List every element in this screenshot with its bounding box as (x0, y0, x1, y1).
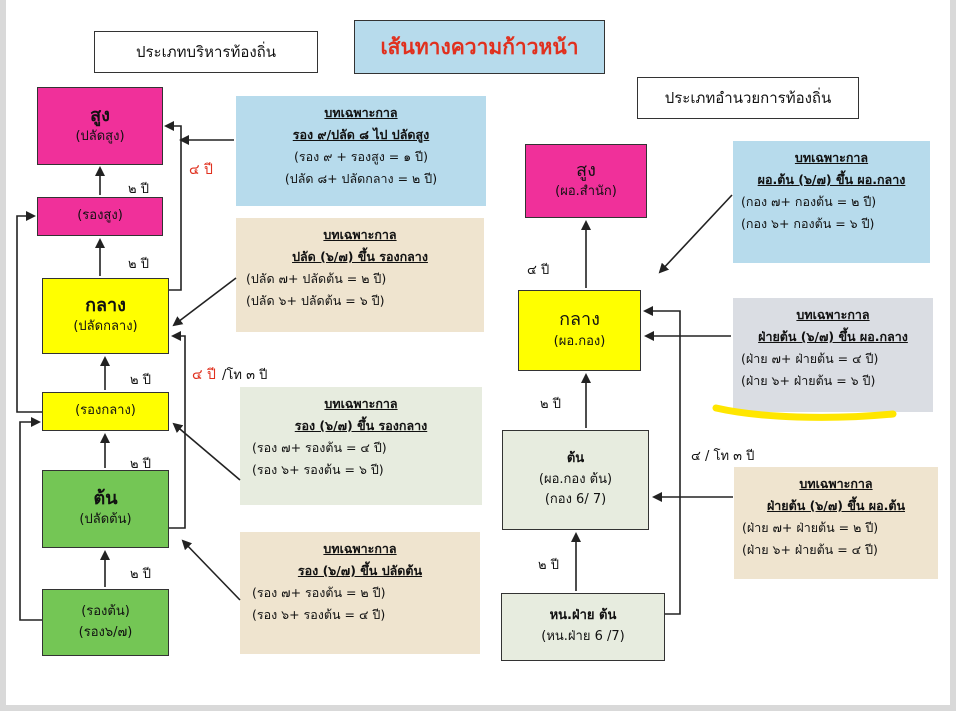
year-label-side: ๔ ปี (189, 162, 213, 178)
year-label: ๒ ปี (130, 567, 151, 582)
level-sung: สูง (ปลัดสูง) (37, 87, 163, 165)
provision-head: บทเฉพาะกาล (323, 541, 397, 556)
level-name: (รองสูง) (77, 208, 123, 224)
diagram-title: เส้นทางความก้าวหน้า (354, 20, 605, 74)
provision-title: ปลัด (๖/๗) ขึ้น รองกลาง (292, 248, 428, 264)
loop-rongton-rongklang (19, 417, 42, 621)
provision-box-r1: บทเฉพาะกาล ผอ.ต้น (๖/๗) ขึ้น ผอ.กลาง (กอ… (733, 141, 930, 263)
provision-box-r2: บทเฉพาะกาล ฝ่ายต้น (๖/๗) ขึ้น ผอ.กลาง (ฝ… (733, 298, 933, 412)
provision-title: รอง (๖/๗) ขึ้น รองกลาง (294, 417, 428, 433)
provision-head: บทเฉพาะกาล (794, 150, 869, 165)
provision-box-r3: บทเฉพาะกาล ฝ่ายต้น (๖/๗) ขึ้น ผอ.ต้น (ฝ่… (734, 467, 938, 579)
year-label: ๔ / โท ๓ ปี (691, 449, 755, 464)
right-header: ประเภทอำนวยการท้องถิ่น (637, 77, 859, 119)
bracket-ton-klang (169, 331, 186, 529)
provision-line: (รอง ๖+ รองต้น = ๖ ปี) (252, 461, 384, 477)
provision-box-2: บทเฉพาะกาล ปลัด (๖/๗) ขึ้น รองกลาง (ปลัด… (236, 218, 484, 332)
provision-line: (ฝ่าย ๖+ ฝ่ายต้น = ๔ ปี) (742, 541, 878, 557)
provision-line: (รอง ๗+ รองต้น = ๒ ปี) (252, 584, 386, 600)
level-r-klang: กลาง (ผอ.กอง) (518, 290, 641, 371)
year-label-side: ๔ ปี (192, 367, 216, 383)
level-name: หน.ฝ่าย ต้น (549, 608, 617, 624)
year-label: ๒ ปี (128, 257, 149, 272)
provision-box-4: บทเฉพาะกาล รอง (๖/๗) ขึ้น ปลัดต้น (รอง ๗… (240, 532, 480, 654)
arrow-prov2 (172, 277, 237, 327)
provision-line: (ฝ่าย ๗+ ฝ่ายต้น = ๒ ปี) (742, 519, 879, 535)
provision-box-1: บทเฉพาะกาล รอง ๙/ปลัด ๘ ไป ปลัดสูง (รอง … (236, 96, 486, 206)
provision-head: บทเฉพาะกาล (323, 227, 397, 242)
provision-title: ฝ่ายต้น (๖/๗) ขึ้น ผอ.กลาง (758, 328, 908, 344)
level-klang: กลาง (ปลัดกลาง) (42, 278, 169, 354)
level-sub: (ปลัดสูง) (75, 129, 125, 145)
provision-line: (ปลัด ๘+ ปลัดกลาง = ๒ ปี) (284, 170, 438, 186)
arrow-prov3 (172, 422, 241, 481)
provision-line: (รอง ๗+ รองต้น = ๔ ปี) (252, 439, 387, 455)
level-name: สูง (90, 104, 110, 126)
level-r-sung: สูง (ผอ.สำนัก) (525, 144, 647, 218)
provision-title: รอง ๙/ปลัด ๘ ไป ปลัดสูง (292, 126, 430, 142)
provision-title: ฝ่ายต้น (๖/๗) ขึ้น ผอ.ต้น (766, 497, 906, 513)
level-name: ต้น (93, 487, 118, 509)
provision-line: (กอง ๗+ กองต้น = ๒ ปี) (741, 193, 877, 209)
provision-line: (ฝ่าย ๖+ ฝ่ายต้น = ๖ ปี) (741, 372, 876, 388)
level-name: กลาง (559, 309, 600, 331)
year-label: ๒ ปี (130, 457, 151, 472)
level-name: สูง (576, 159, 596, 181)
left-header: ประเภทบริหารท้องถิ่น (94, 31, 318, 73)
provision-head: บทเฉพาะกาล (796, 307, 870, 322)
provision-line: (ปลัด ๖+ ปลัดต้น = ๖ ปี) (246, 292, 385, 308)
year-label: ๒ ปี (538, 558, 559, 573)
level-r-ton: ต้น (ผอ.กอง ต้น) (กอง 6/ 7) (502, 430, 649, 530)
year-label: ๔ ปี (527, 263, 550, 278)
level-sub: (รอง๖/๗) (78, 624, 133, 640)
provision-title: ผอ.ต้น (๖/๗) ขึ้น ผอ.กลาง (757, 171, 906, 187)
bracket-klang-sung (164, 121, 182, 291)
bracket-rhon-rklang (643, 306, 681, 615)
left-header-text: ประเภทบริหารท้องถิ่น (135, 43, 277, 61)
level-rong-klang: (รองกลาง) (42, 392, 169, 431)
provision-title: รอง (๖/๗) ขึ้น ปลัดต้น (297, 562, 423, 578)
year-label-side: /โท ๓ ปี (222, 368, 268, 383)
diagram-title-text: เส้นทางความก้าวหน้า (380, 34, 579, 59)
level-sub: (ปลัดกลาง) (73, 319, 138, 335)
provision-line: (กอง ๖+ กองต้น = ๖ ปี) (741, 215, 875, 231)
year-label: ๒ ปี (128, 182, 149, 197)
highlight-mark (712, 404, 897, 421)
year-label: ๒ ปี (540, 397, 561, 412)
level-sub: (ผอ.กอง ต้น) (538, 471, 613, 487)
level-sub: (หน.ฝ่าย 6 /7) (541, 629, 625, 644)
provision-line: (รอง ๖+ รองต้น = ๔ ปี) (252, 606, 386, 622)
provision-head: บทเฉพาะกาล (324, 396, 398, 411)
level-sub: (ผอ.สำนัก) (555, 184, 617, 200)
loop-rongklang-rongsung (16, 211, 42, 413)
arrow-prov-r1 (658, 194, 733, 274)
level-sub2: (กอง 6/ 7) (544, 492, 607, 508)
level-sub: (ผอ.กอง) (553, 333, 606, 349)
level-name: (รองกลาง) (75, 403, 136, 419)
provision-box-3: บทเฉพาะกาล รอง (๖/๗) ขึ้น รองกลาง (รอง ๗… (240, 387, 482, 505)
level-rong-sung: (รองสูง) (37, 197, 163, 236)
arrow-prov4 (181, 539, 241, 601)
right-header-text: ประเภทอำนวยการท้องถิ่น (664, 89, 832, 107)
year-label: ๒ ปี (130, 373, 151, 388)
provision-head: บทเฉพาะกาล (799, 476, 873, 491)
provision-line: (ปลัด ๗+ ปลัดต้น = ๒ ปี) (246, 270, 387, 286)
level-name: ต้น (566, 450, 585, 466)
provision-line: (ฝ่าย ๗+ ฝ่ายต้น = ๔ ปี) (741, 350, 879, 366)
level-name: (รองต้น) (81, 603, 130, 619)
level-name: กลาง (85, 294, 126, 316)
level-ton: ต้น (ปลัดต้น) (42, 470, 169, 548)
level-rong-ton: (รองต้น) (รอง๖/๗) (42, 589, 169, 656)
level-sub: (ปลัดต้น) (79, 512, 132, 528)
level-r-hon: หน.ฝ่าย ต้น (หน.ฝ่าย 6 /7) (501, 593, 665, 661)
provision-line: (รอง ๙ + รองสูง = ๑ ปี) (294, 148, 428, 164)
provision-head: บทเฉพาะกาล (324, 105, 398, 120)
